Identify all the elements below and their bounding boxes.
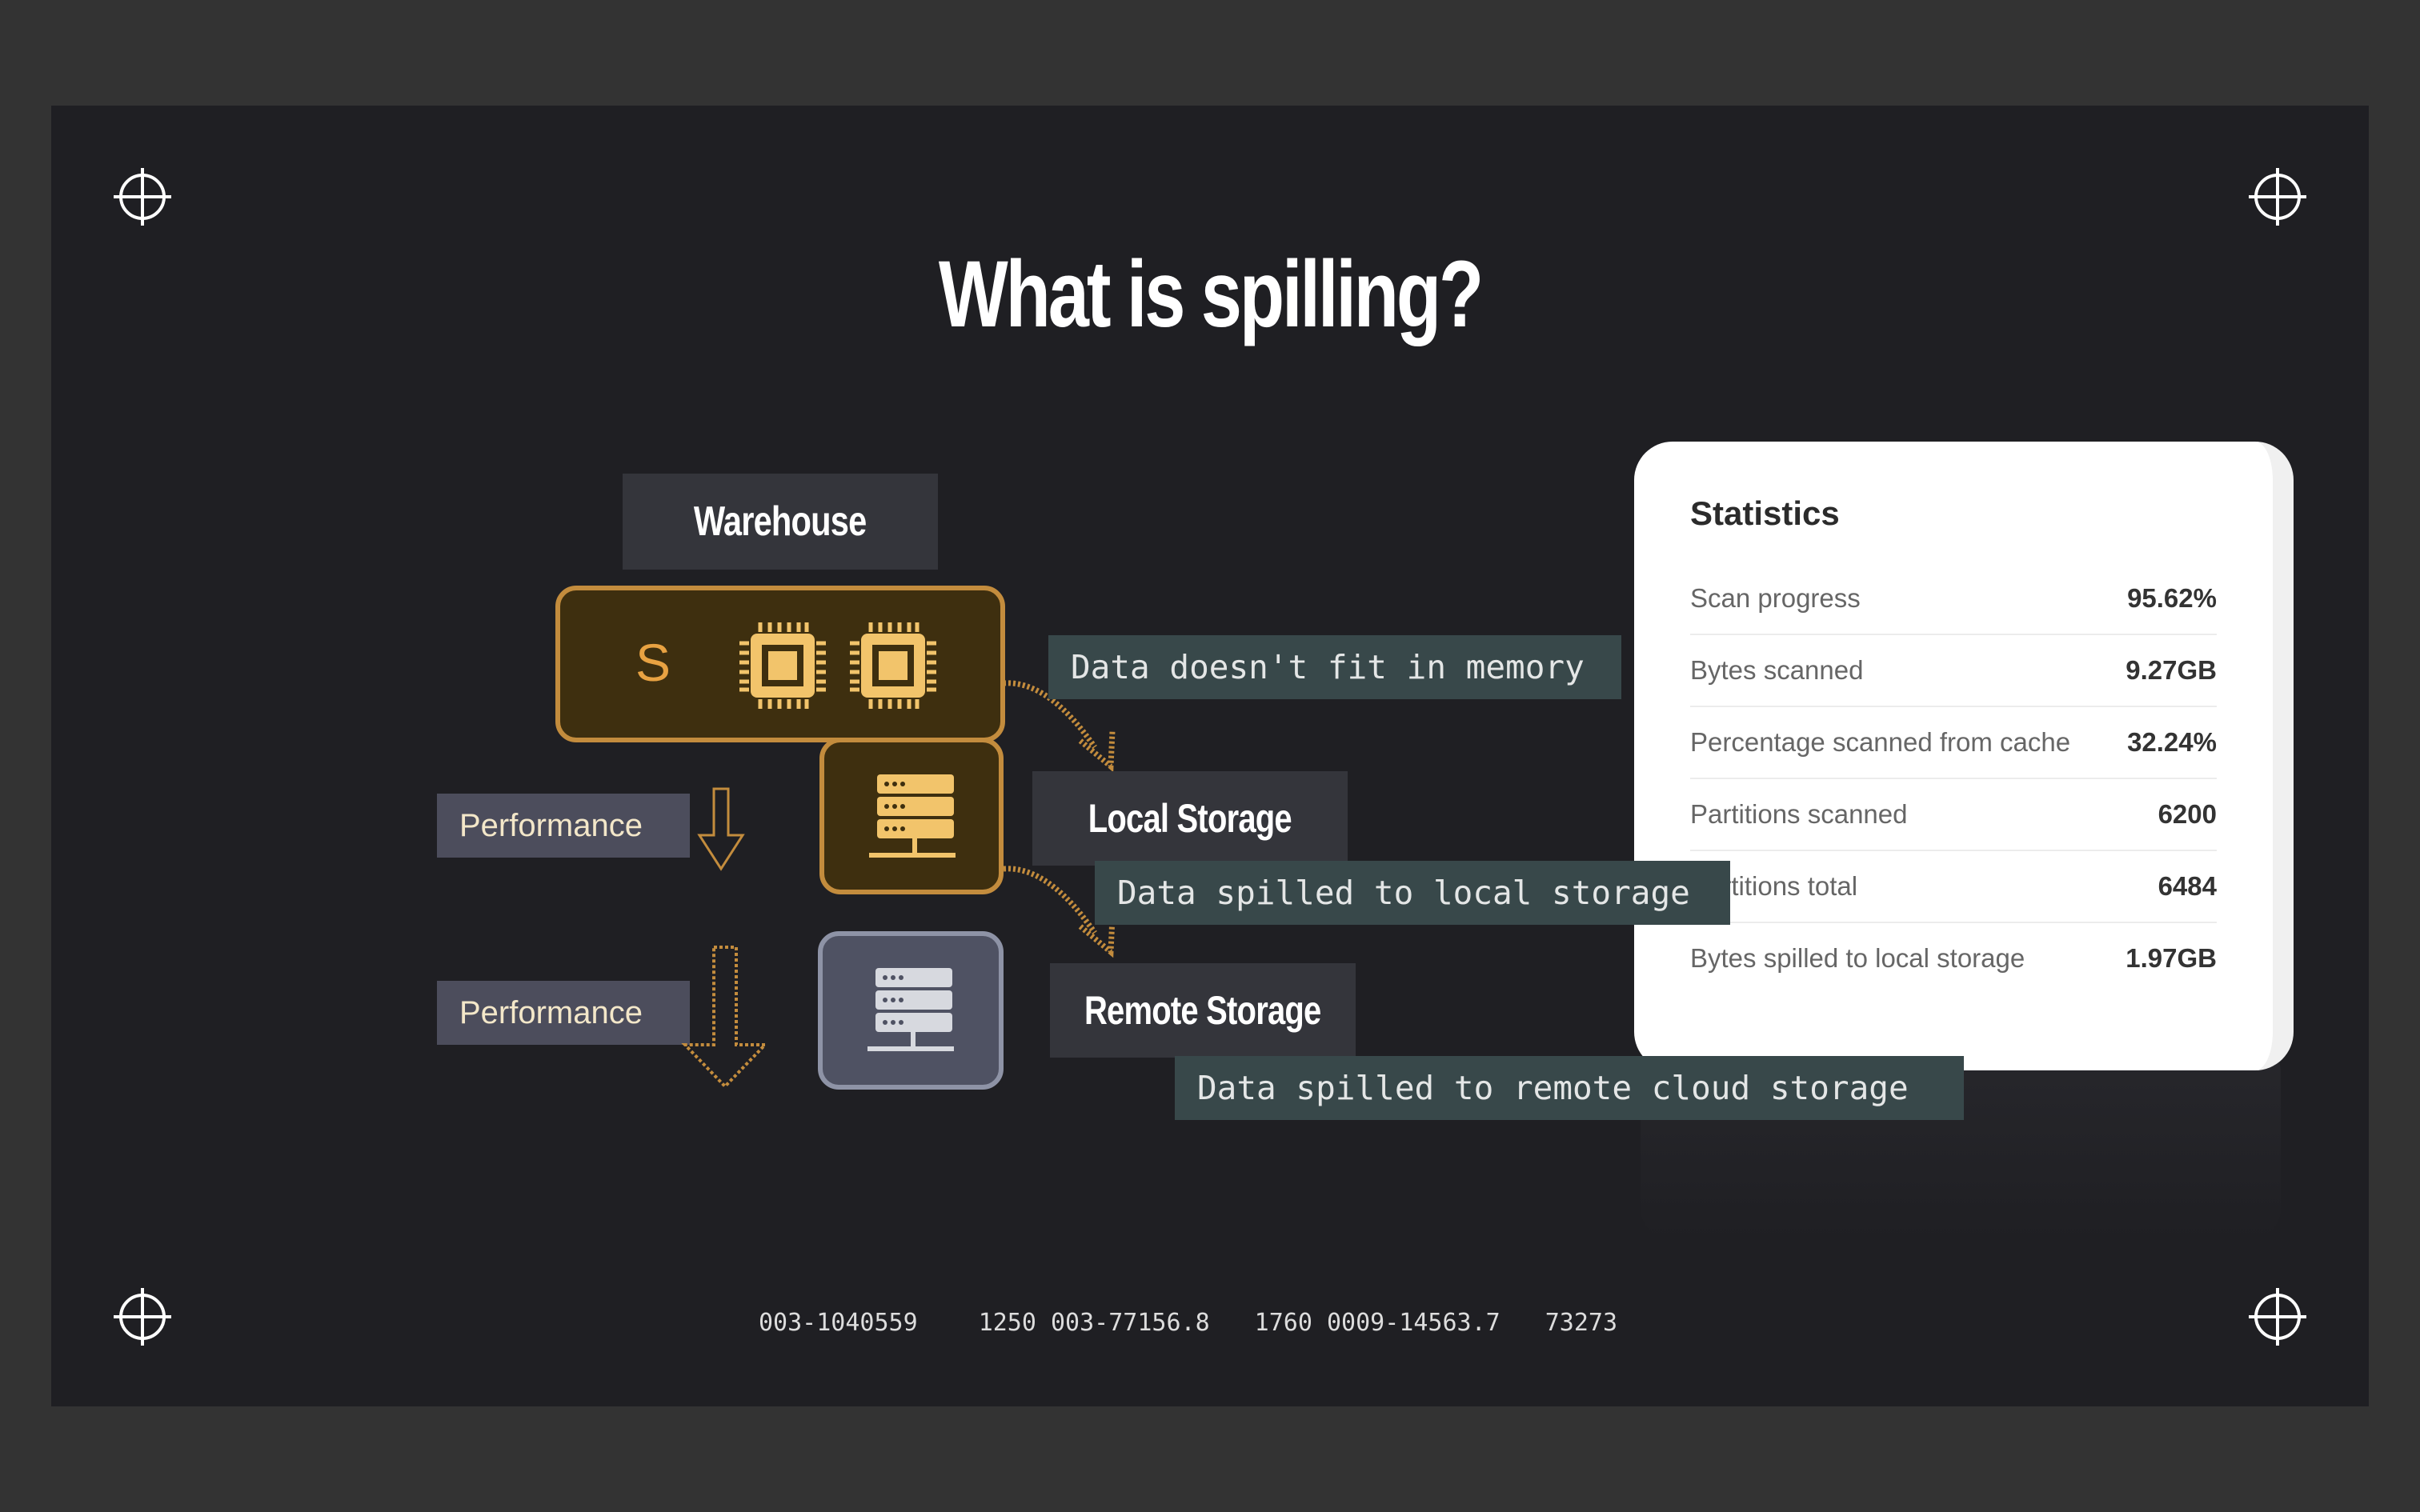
slide-title: What is spilling?: [938, 242, 1484, 347]
crosshair-icon: [2249, 1288, 2306, 1346]
stat-row: Partitions scanned 6200: [1690, 779, 2217, 851]
stat-row: Bytes scanned 9.27GB: [1690, 635, 2217, 707]
arrow-down-large-icon: [681, 946, 769, 1089]
crosshair-icon: [114, 1288, 171, 1346]
crosshair-icon: [2249, 168, 2306, 226]
stat-label: Scan progress: [1690, 583, 1861, 613]
stat-row: Scan progress 95.62%: [1690, 563, 2217, 635]
footer-code: 1760 0009-14563.7: [1254, 1309, 1500, 1337]
stat-value: 6200: [2158, 799, 2217, 829]
warehouse-size: S: [635, 633, 671, 692]
performance-label: Performance: [437, 981, 690, 1045]
callout-memory: Data doesn't fit in memory: [1048, 635, 1621, 699]
stat-value: 6484: [2158, 871, 2217, 901]
crosshair-icon: [114, 168, 171, 226]
warehouse-label: Warehouse: [623, 474, 938, 570]
statistics-title: Statistics: [1690, 494, 1840, 532]
stat-value: 9.27GB: [2126, 655, 2217, 685]
remote-storage-node: [818, 931, 1004, 1090]
warehouse-node: S: [555, 586, 1005, 742]
stat-label: Bytes spilled to local storage: [1690, 943, 2025, 973]
local-storage-node: [819, 738, 1004, 894]
stat-label: Bytes scanned: [1690, 655, 1864, 685]
arrow-down-small-icon: [697, 787, 745, 871]
cpu-chip-icon: [850, 622, 936, 709]
remote-storage-label: Remote Storage: [1050, 963, 1356, 1058]
server-icon: [867, 968, 954, 1051]
stat-row: Bytes spilled to local storage 1.97GB: [1690, 923, 2217, 994]
footer-codes: 003-1040559 1250 003-77156.8 1760 0009-145…: [759, 1309, 1678, 1337]
local-storage-label: Local Storage: [1032, 771, 1348, 866]
statistics-panel: Statistics Scan progress 95.62% Bytes sc…: [1634, 442, 2294, 1070]
performance-label: Performance: [437, 794, 690, 858]
stat-value: 95.62%: [2127, 583, 2217, 613]
stat-value: 1.97GB: [2126, 943, 2217, 973]
cpu-chip-icon: [739, 622, 826, 709]
callout-local-storage: Data spilled to local storage: [1095, 861, 1730, 925]
stat-label: Partitions scanned: [1690, 799, 1908, 829]
stat-label: Percentage scanned from cache: [1690, 727, 2071, 757]
stat-row: Percentage scanned from cache 32.24%: [1690, 707, 2217, 779]
spill-arrow-icon: [1003, 866, 1116, 958]
stat-row: Partitions total 6484: [1690, 851, 2217, 923]
server-icon: [869, 774, 956, 858]
callout-remote-storage: Data spilled to remote cloud storage: [1175, 1056, 1964, 1120]
stat-value: 32.24%: [2127, 727, 2217, 757]
footer-code: 003-1040559: [759, 1309, 918, 1337]
footer-code: 1250 003-77156.8: [978, 1309, 1210, 1337]
footer-code: 73273: [1545, 1309, 1618, 1337]
